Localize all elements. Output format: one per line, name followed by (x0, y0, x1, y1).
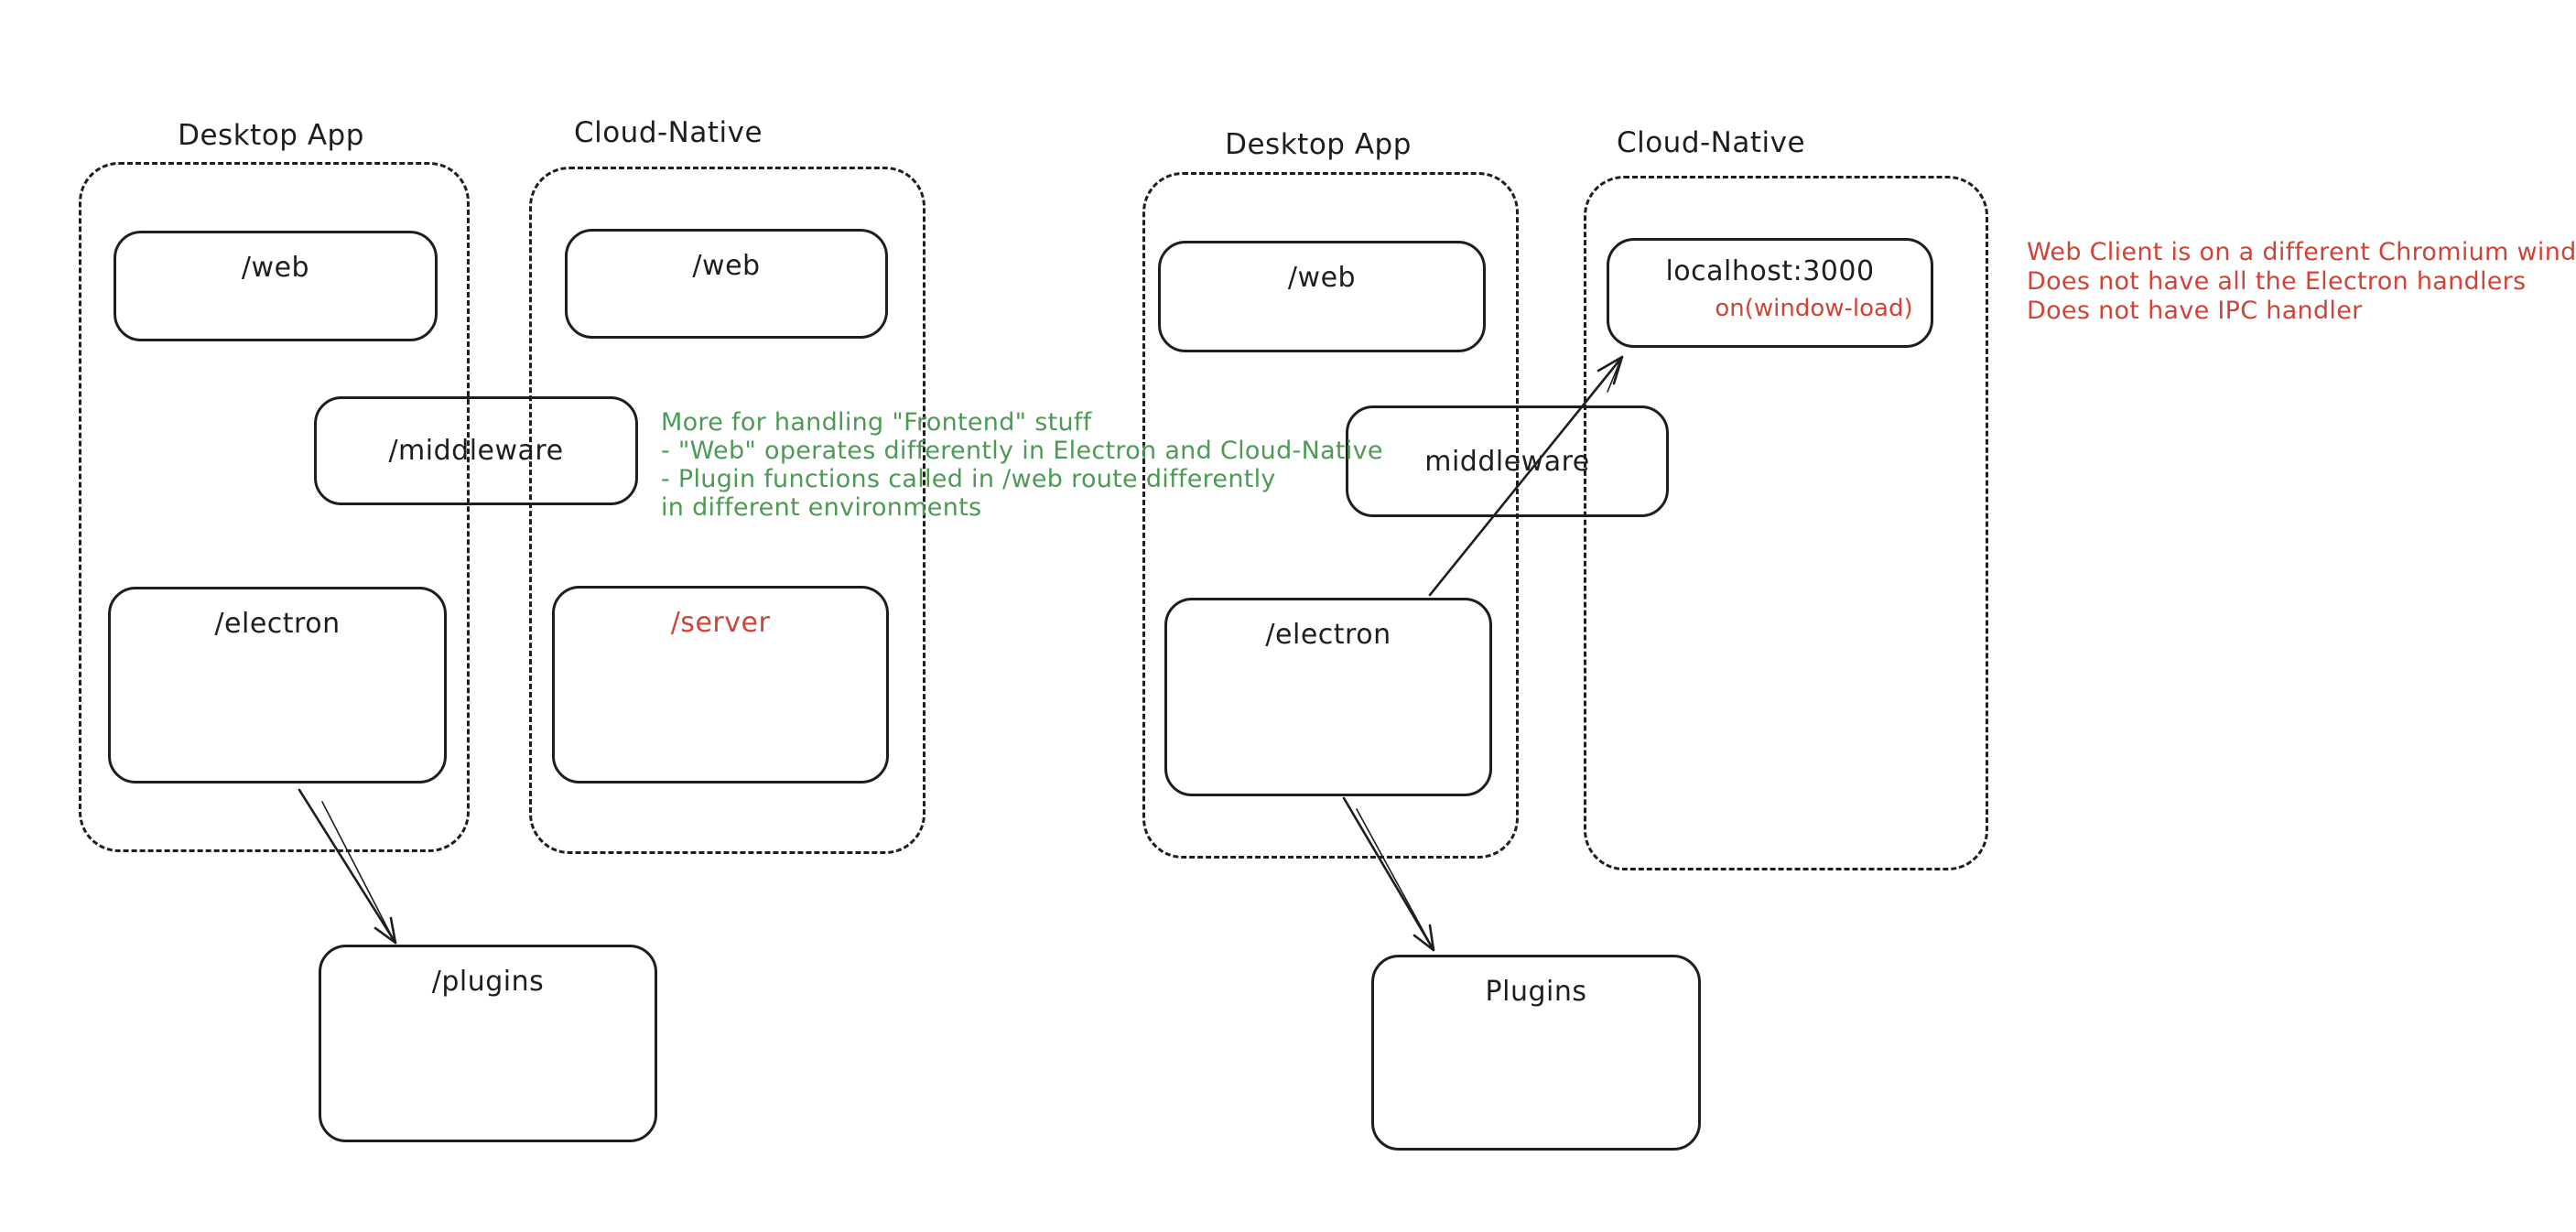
node-label-web: /web (241, 252, 310, 284)
node-electron-left: /electron (108, 587, 447, 784)
note-line: Does not have all the Electron handlers (2027, 267, 2527, 296)
node-label-web: /web (692, 250, 761, 282)
node-label-web: /web (1287, 262, 1357, 294)
node-middleware-right: middleware (1346, 405, 1669, 517)
node-label-plugins: Plugins (1485, 976, 1587, 1008)
group-label-desktop-app-left: Desktop App (178, 119, 364, 152)
note-line: in different environments (661, 493, 982, 522)
node-label-server: /server (670, 607, 771, 639)
node-label-middleware: middleware (1424, 445, 1590, 478)
note-line: - "Web" operates differently in Electron… (661, 437, 1383, 465)
node-web-right: /web (1158, 241, 1486, 352)
node-localhost-right: localhost:3000 on(window-load) (1607, 238, 1933, 348)
note-green-frontend: More for handling "Frontend" stuff - "We… (661, 408, 1383, 522)
node-plugins-left: /plugins (319, 945, 657, 1142)
node-label-plugins: /plugins (431, 966, 545, 998)
node-middleware-left: /middleware (314, 396, 638, 505)
group-label-cloud-native-left: Cloud-Native (573, 116, 763, 149)
group-cloud-native-left (529, 167, 925, 854)
note-line: Does not have IPC handler (2027, 297, 2363, 325)
node-label-localhost: localhost:3000 (1665, 255, 1875, 287)
node-label-middleware: /middleware (388, 435, 564, 467)
node-web-cloud-left: /web (565, 229, 888, 339)
node-label-electron: /electron (1265, 619, 1391, 651)
note-line: - Plugin functions called in /web route … (661, 465, 1276, 493)
group-label-desktop-app-right: Desktop App (1225, 128, 1412, 161)
node-server-left: /server (552, 586, 889, 784)
node-electron-right: /electron (1164, 598, 1492, 796)
note-line: Web Client is on a different Chromium wi… (2027, 238, 2576, 266)
node-label-window-load: on(window-load) (1715, 295, 1913, 322)
group-desktop-app-left (79, 162, 470, 852)
note-line: More for handling "Frontend" stuff (661, 408, 1092, 437)
node-web-desktop-left: /web (114, 231, 438, 341)
node-label-electron: /electron (214, 608, 341, 640)
group-label-cloud-native-right: Cloud-Native (1616, 126, 1806, 159)
note-red-web-client: Web Client is on a different Chromium wi… (2027, 238, 2576, 326)
node-plugins-right: Plugins (1371, 955, 1701, 1151)
